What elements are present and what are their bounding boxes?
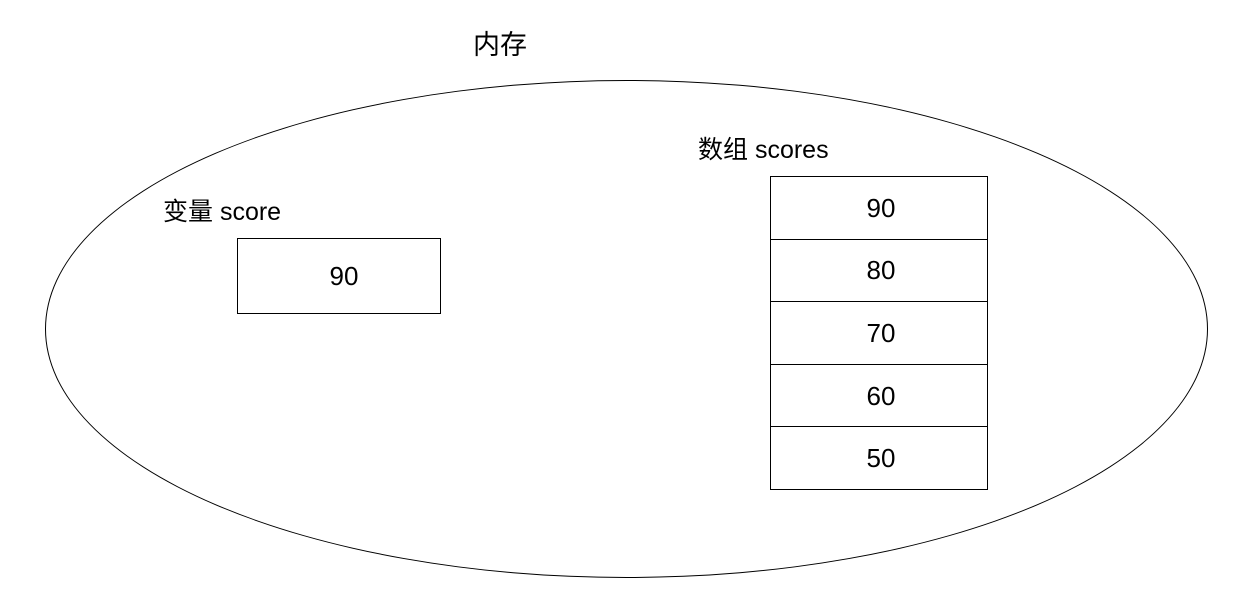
page-title: 内存 xyxy=(473,30,527,60)
variable-label: 变量 score xyxy=(163,198,282,226)
array-cell: 50 xyxy=(771,427,987,489)
array-cell-value: 80 xyxy=(866,255,896,286)
array-box: 90 80 70 60 50 xyxy=(770,176,988,490)
variable-box: 90 xyxy=(237,238,441,314)
array-cell-value: 70 xyxy=(866,317,896,348)
variable-value: 90 xyxy=(329,261,359,291)
array-cell-value: 60 xyxy=(866,380,896,411)
array-cell-value: 50 xyxy=(866,443,896,474)
array-cell: 70 xyxy=(771,302,987,365)
memory-ellipse-shape xyxy=(45,80,1208,578)
array-cell: 90 xyxy=(771,177,987,240)
array-label: 数组 scores xyxy=(698,136,829,164)
array-cell: 80 xyxy=(771,240,987,303)
array-cell: 60 xyxy=(771,365,987,428)
array-cell-value: 90 xyxy=(866,192,896,223)
